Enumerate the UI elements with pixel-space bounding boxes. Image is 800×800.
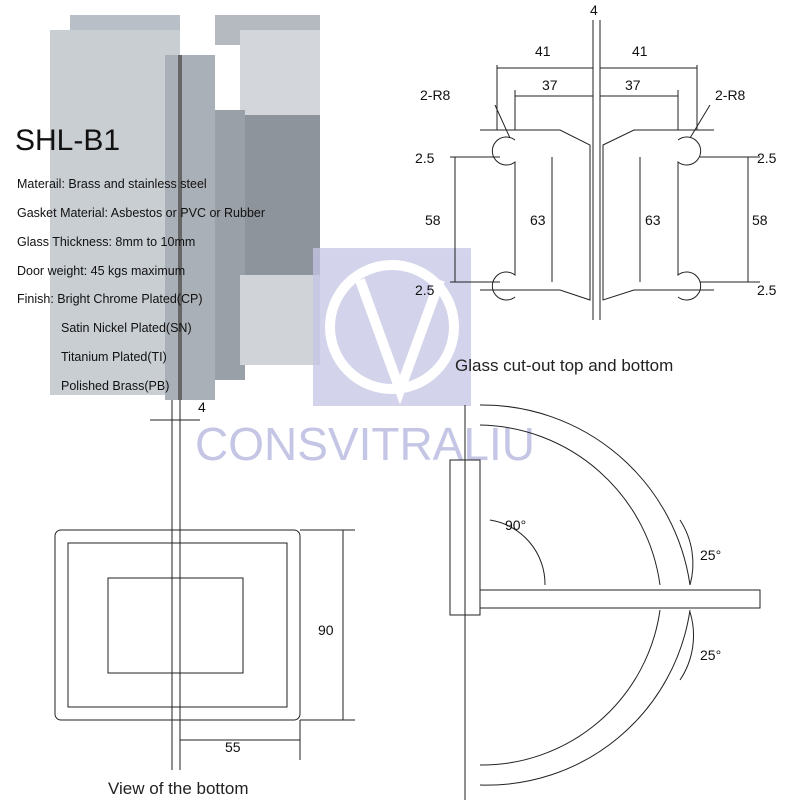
spec-door-weight: Door weight: 45 kgs maximum [17, 264, 186, 278]
top-left-label: 2.5 [415, 150, 435, 166]
radius-left-label: 2-R8 [420, 87, 451, 103]
bottom-right-label: 2.5 [757, 282, 777, 298]
top-right-label: 2.5 [757, 150, 777, 166]
cutout-caption: Glass cut-out top and bottom [455, 356, 673, 375]
bottom-view-diagram: 4 90 55 View of the bottom [54, 399, 355, 798]
right-outer-label: 41 [632, 43, 648, 59]
height-left-label: 58 [425, 212, 441, 228]
height-right-label: 58 [752, 212, 768, 228]
inner-right-label: 63 [645, 212, 661, 228]
left-outer-label: 41 [535, 43, 551, 59]
spec-finish: Finish: Bright Chrome Plated(CP) [17, 292, 203, 306]
cutout-diagram: 4 41 41 37 37 2-R8 2-R8 2.5 2.5 58 63 63… [415, 2, 777, 375]
spec-finish-ti: Titanium Plated(TI) [61, 350, 167, 364]
bottom-left-label: 2.5 [415, 282, 435, 298]
angle-top-label: 25° [700, 547, 721, 563]
height-label: 90 [318, 622, 334, 638]
rotation-diagram: 90° 25° 25° [449, 404, 761, 800]
spec-glass-thickness: Glass Thickness: 8mm to 10mm [17, 235, 196, 249]
width-label: 55 [225, 739, 241, 755]
radius-right-label: 2-R8 [715, 87, 746, 103]
hinge-photo [50, 15, 320, 400]
left-inner-label: 37 [542, 77, 558, 93]
gap-label: 4 [590, 2, 598, 18]
bottom-view-caption: View of the bottom [108, 779, 249, 798]
angle-main-label: 90° [505, 517, 526, 533]
spec-finish-sn: Satin Nickel Plated(SN) [61, 321, 192, 335]
spec-gasket: Gasket Material: Asbestos or PVC or Rubb… [17, 206, 266, 220]
angle-bottom-label: 25° [700, 647, 721, 663]
inner-left-label: 63 [530, 212, 546, 228]
right-inner-label: 37 [625, 77, 641, 93]
watermark-text: CONSVITRALIU [195, 418, 535, 470]
gap-label: 4 [198, 399, 206, 415]
spec-material: Materail: Brass and stainless steel [17, 177, 207, 191]
product-model: SHL-B1 [15, 124, 121, 157]
spec-finish-pb: Polished Brass(PB) [61, 379, 170, 393]
watermark-logo [313, 248, 471, 406]
